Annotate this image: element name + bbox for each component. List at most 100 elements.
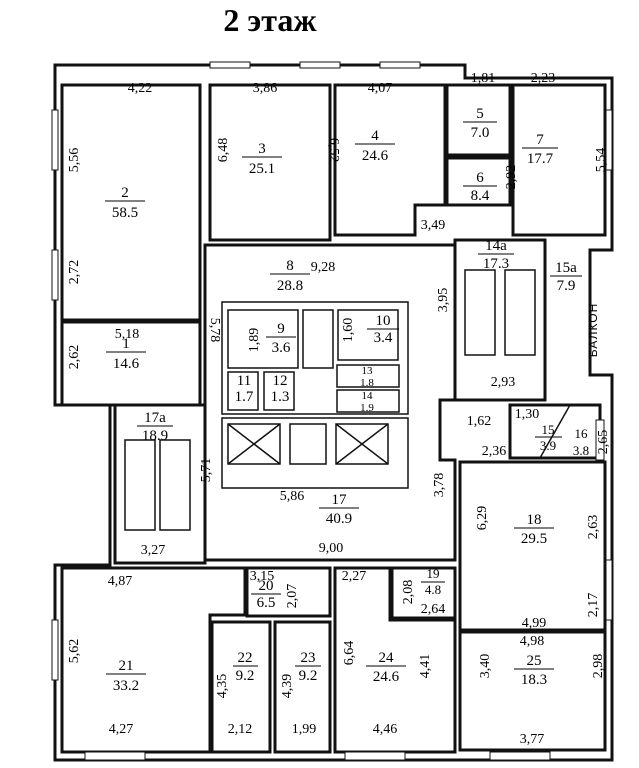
dimension-label: 2,65: [596, 430, 611, 455]
dimension-labels: 4,22 3,86 4,07 1,81 2,23 5,56 2,72 6,48 …: [67, 71, 611, 747]
room-label-15: 153.9: [535, 422, 562, 453]
dimension-label: 4,87: [108, 574, 133, 589]
room-13-outline: [336, 364, 400, 388]
room-label-20: 206.5: [251, 578, 281, 611]
outer-wall: [53, 63, 614, 762]
dimension-label: 3,77: [520, 732, 545, 747]
dimension-label: 2,63: [586, 515, 601, 540]
room-area: 25.1: [249, 161, 275, 177]
room-area: 7.9: [557, 278, 576, 294]
room-number: 11: [237, 373, 251, 389]
room-number: 1: [122, 336, 130, 352]
room-area: 29.5: [521, 531, 547, 547]
room-label-11: 111.7: [235, 373, 254, 405]
room-area: 1.8: [360, 377, 374, 389]
room-23-walls: [273, 620, 332, 754]
room-area: 58.5: [112, 205, 138, 221]
room-11-outline: [227, 371, 259, 411]
room-area: 8.4: [471, 188, 490, 204]
room-22-walls: [210, 620, 272, 754]
room-label-7: 717.7: [522, 132, 558, 167]
room-21-walls: [60, 566, 247, 754]
room-6-walls: [445, 156, 512, 207]
dimension-label: 2,64: [421, 602, 446, 617]
room-area: 9.2: [236, 668, 255, 684]
room-area: 1.3: [271, 389, 290, 405]
dimension-label: 6,29: [475, 506, 490, 531]
room-number: 19: [427, 566, 440, 581]
dimension-label: 1,81: [471, 71, 496, 86]
wall-line: [335, 423, 389, 465]
dimension-label: 9,00: [319, 541, 344, 556]
room-label-3: 325.1: [242, 141, 282, 177]
room-20-walls: [245, 566, 332, 618]
window: [344, 751, 406, 761]
room-number: 7: [536, 132, 544, 148]
dimension-label: 2,92: [504, 165, 519, 190]
room-label-25: 25 18.3: [514, 653, 554, 688]
room-5-walls: [445, 83, 512, 157]
dimension-label: 3,27: [141, 543, 166, 558]
dimension-label: 2,23: [531, 71, 556, 86]
stair-flight: [504, 269, 536, 356]
room-area: 14.6: [113, 356, 140, 372]
window: [605, 109, 613, 171]
room-18-walls: [458, 460, 607, 632]
dimension-label: 1,60: [341, 318, 356, 343]
room-label-19: 194.8: [421, 566, 445, 597]
room-label-5: 57.0: [463, 106, 497, 141]
room-number: 16: [575, 426, 589, 441]
floor-title: 2 этаж: [223, 2, 317, 38]
dimension-label: 6,52: [326, 138, 341, 163]
room-area: 18.3: [521, 672, 547, 688]
dimension-label: 4,41: [418, 654, 433, 679]
room-label-10: 103.4: [367, 313, 399, 346]
dimension-label: 5,78: [207, 318, 222, 343]
room-area: 3.8: [573, 443, 589, 458]
room-number: 15: [542, 422, 555, 437]
room-19-walls: [390, 566, 457, 620]
room-label-6: 68.4: [463, 170, 497, 204]
room-label-23: 239.2: [295, 650, 321, 684]
room-label-8: 828.8: [270, 258, 310, 294]
room-number: 23: [301, 650, 316, 666]
dimension-label: 5,62: [67, 639, 82, 664]
room-number: 6: [476, 170, 484, 186]
dimension-label: 3,15: [250, 569, 275, 584]
room-12-outline: [263, 371, 295, 411]
room-label-4: 424.6: [355, 128, 395, 164]
room-area: 6.5: [257, 595, 276, 611]
room-label-14: 141.9: [360, 390, 374, 414]
room-number: 5: [476, 106, 484, 122]
room-number: 8: [286, 258, 294, 274]
room-area: 24.6: [362, 148, 389, 164]
dimension-label: 2,27: [342, 569, 367, 584]
room-number: 3: [258, 141, 266, 157]
dimension-label: 5,18: [115, 327, 140, 342]
elevator-core: [221, 417, 409, 489]
room-number: 10: [376, 313, 391, 329]
elevator-shaft-1: [227, 423, 281, 465]
window: [51, 109, 59, 171]
dimension-label: 2,36: [482, 444, 507, 459]
wall-line: [227, 423, 281, 465]
room-number: 25: [527, 653, 542, 669]
dimension-label: 4,22: [128, 81, 153, 96]
room-25-walls: [458, 630, 607, 752]
room-number: 17а: [144, 410, 166, 426]
room-24-walls: [333, 566, 457, 754]
room-label-22: 229.2: [233, 650, 258, 684]
dimension-label: 2,12: [228, 722, 253, 737]
room-number: 9: [277, 321, 285, 337]
walls: [51, 61, 614, 762]
room-number: 14: [362, 390, 374, 402]
room-number: 21: [119, 658, 134, 674]
stair-flight: [159, 439, 191, 531]
stair-14a-walls: [453, 238, 547, 402]
dimension-label: 5,86: [280, 489, 305, 504]
window: [209, 61, 251, 69]
